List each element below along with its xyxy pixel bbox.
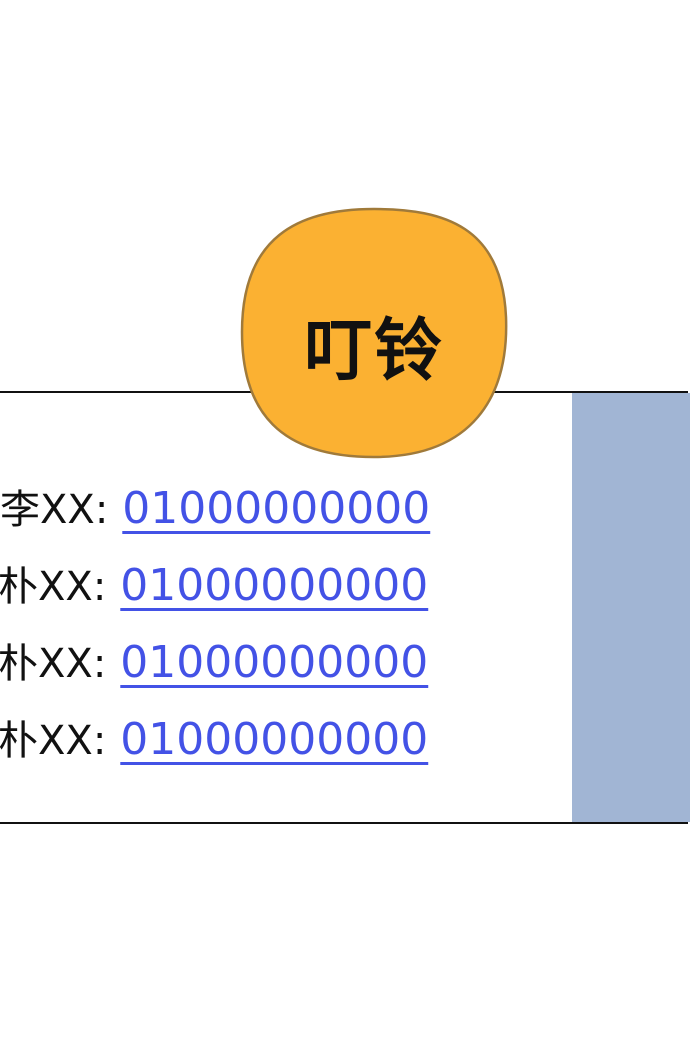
contact-card: 李XX : 01000000000 朴XX : 01000000000 朴XX …	[0, 391, 690, 824]
contact-row: 朴XX : 01000000000	[0, 554, 558, 631]
badge-label: 叮铃	[303, 312, 444, 391]
contact-name: 李XX	[0, 487, 95, 533]
badge-shape	[240, 207, 508, 459]
contact-name: 朴XX	[0, 641, 93, 687]
contact-list: 李XX : 01000000000 朴XX : 01000000000 朴XX …	[0, 477, 558, 785]
phone-link[interactable]: 01000000000	[120, 637, 429, 688]
contact-separator: :	[92, 641, 107, 687]
side-panel	[572, 393, 690, 822]
contact-name: 朴XX	[0, 564, 93, 610]
phone-link[interactable]: 01000000000	[122, 483, 431, 534]
badge-blob	[240, 207, 508, 459]
contact-row: 李XX : 01000000000	[0, 477, 558, 554]
contact-name: 朴XX	[0, 718, 93, 764]
ding-ling-badge[interactable]: 叮铃	[240, 207, 508, 459]
contact-separator: :	[94, 487, 109, 533]
contact-separator: :	[92, 564, 107, 610]
phone-link[interactable]: 01000000000	[120, 714, 429, 765]
contact-separator: :	[92, 718, 107, 764]
phone-link[interactable]: 01000000000	[120, 560, 429, 611]
contact-row: 朴XX : 01000000000	[0, 631, 558, 708]
contact-row: 朴XX : 01000000000	[0, 708, 558, 785]
